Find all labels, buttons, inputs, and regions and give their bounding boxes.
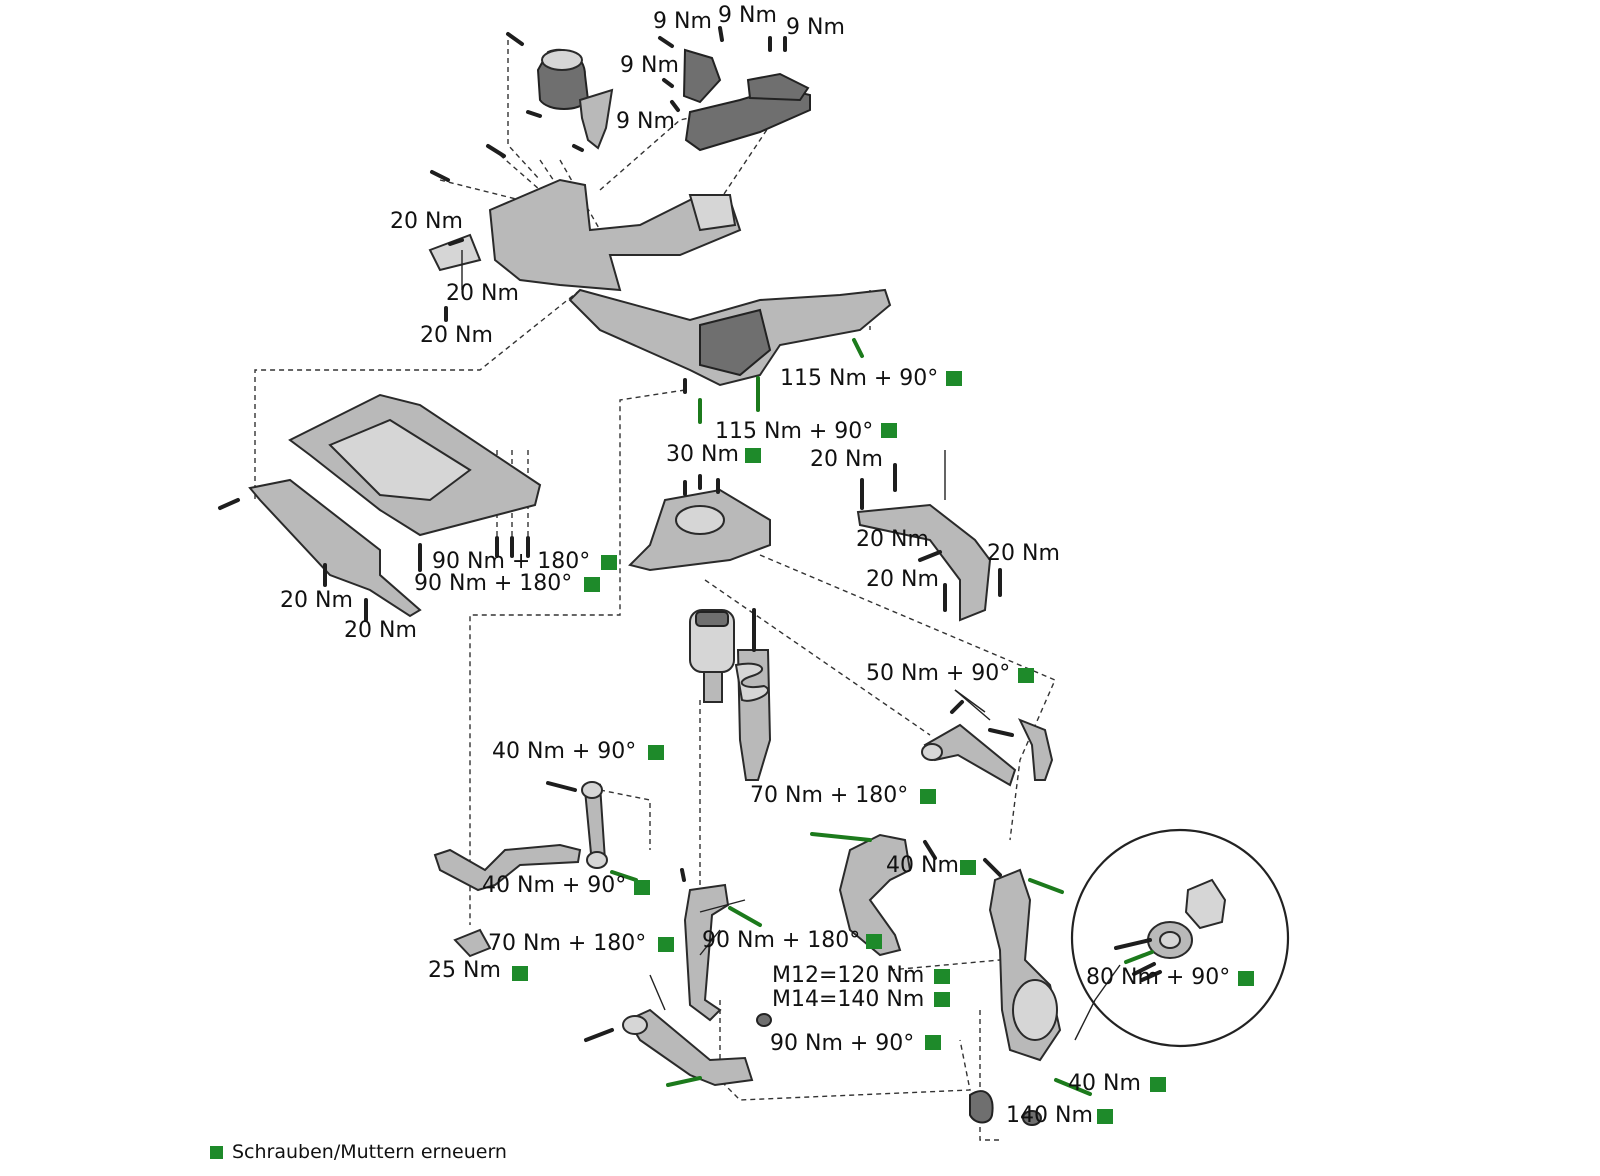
torque-label-m12: M12=120 Nm — [772, 963, 924, 988]
torque-label-9nm-1: 9 Nm — [653, 9, 712, 34]
torque-label-90nm180-a: 90 Nm + 180° — [432, 549, 590, 574]
torque-label-m14: M14=140 Nm — [772, 987, 924, 1012]
strut-tower-mount — [628, 474, 771, 572]
torque-label-115nm-a: 115 Nm + 90° — [780, 366, 938, 391]
renew-marker — [584, 577, 600, 592]
renew-marker — [934, 969, 950, 984]
renew-marker — [960, 860, 976, 875]
renew-marker — [1018, 668, 1034, 683]
engine-mount-assembly — [506, 26, 811, 152]
torque-label-20nm-c: 20 Nm — [420, 323, 493, 348]
renew-marker — [866, 934, 882, 949]
renew-marker — [881, 423, 897, 438]
torque-label-70nm180-b: 70 Nm + 180° — [488, 931, 646, 956]
torque-label-20nm-d: 20 Nm — [810, 447, 883, 472]
upper-link-arms — [921, 700, 1054, 787]
torque-label-25nm: 25 Nm — [428, 958, 501, 983]
torque-label-40nm-a: 40 Nm — [886, 853, 959, 878]
air-spring-damper — [689, 608, 772, 781]
torque-label-90nm90: 90 Nm + 90° — [770, 1031, 914, 1056]
torque-label-50nm90: 50 Nm + 90° — [866, 661, 1010, 686]
renew-marker — [634, 880, 650, 895]
torque-label-115nm-b: 115 Nm + 90° — [715, 419, 873, 444]
torque-label-20nm-f: 20 Nm — [987, 541, 1060, 566]
torque-label-20nm-e: 20 Nm — [856, 527, 929, 552]
renew-marker — [601, 555, 617, 570]
torque-label-40nm90-a: 40 Nm + 90° — [492, 739, 636, 764]
renew-marker — [1238, 971, 1254, 986]
renew-marker — [946, 371, 962, 386]
leader-lines — [461, 250, 1121, 1041]
renew-marker — [934, 992, 950, 1007]
torque-label-20nm-g: 20 Nm — [866, 567, 939, 592]
torque-label-9nm-5: 9 Nm — [616, 109, 675, 134]
renew-marker — [512, 966, 528, 981]
torque-label-40nm90-b: 40 Nm + 90° — [482, 873, 626, 898]
renew-marker — [1150, 1077, 1166, 1092]
torque-label-20nm-h: 20 Nm — [280, 588, 353, 613]
renew-marker — [925, 1035, 941, 1050]
torque-label-20nm-a: 20 Nm — [390, 209, 463, 234]
torque-label-140nm: 140 Nm — [1006, 1103, 1093, 1128]
torque-label-40nm-b: 40 Nm — [1068, 1071, 1141, 1096]
renew-marker — [658, 937, 674, 952]
torque-label-9nm-2: 9 Nm — [718, 3, 777, 28]
torque-label-90nm180-b: 90 Nm + 180° — [414, 571, 572, 596]
wheel-bearing-detail — [1070, 828, 1290, 1048]
renew-marker — [745, 448, 761, 463]
lower-control-arms — [584, 868, 762, 1087]
stabilizer-bar — [433, 781, 638, 958]
torque-label-90nm180-c: 90 Nm + 180° — [702, 928, 860, 953]
torque-label-80nm90: 80 Nm + 90° — [1086, 965, 1230, 990]
torque-labels: 9 Nm 9 Nm 9 Nm 9 Nm 9 Nm 20 Nm 20 Nm 20 … — [280, 3, 1230, 1128]
torque-label-20nm-i: 20 Nm — [344, 618, 417, 643]
legend: Schrauben/Muttern erneuern — [210, 1141, 507, 1163]
renew-marker — [1097, 1109, 1113, 1124]
underbody-brace — [218, 393, 542, 622]
renew-marker — [920, 789, 936, 804]
torque-label-70nm180-a: 70 Nm + 180° — [750, 783, 908, 808]
renew-markers — [512, 371, 1254, 1124]
torque-label-30nm: 30 Nm — [666, 442, 739, 467]
torque-label-9nm-4: 9 Nm — [620, 53, 679, 78]
steering-knuckle — [756, 858, 1092, 1126]
legend-marker — [210, 1146, 223, 1159]
upper-control-arm — [856, 463, 1002, 622]
tension-strut — [810, 832, 937, 957]
torque-label-20nm-b: 20 Nm — [446, 281, 519, 306]
renew-marker — [648, 745, 664, 760]
subframe-crossmember — [428, 144, 892, 424]
torque-label-9nm-3: 9 Nm — [786, 15, 845, 40]
legend-text: Schrauben/Muttern erneuern — [232, 1141, 507, 1163]
